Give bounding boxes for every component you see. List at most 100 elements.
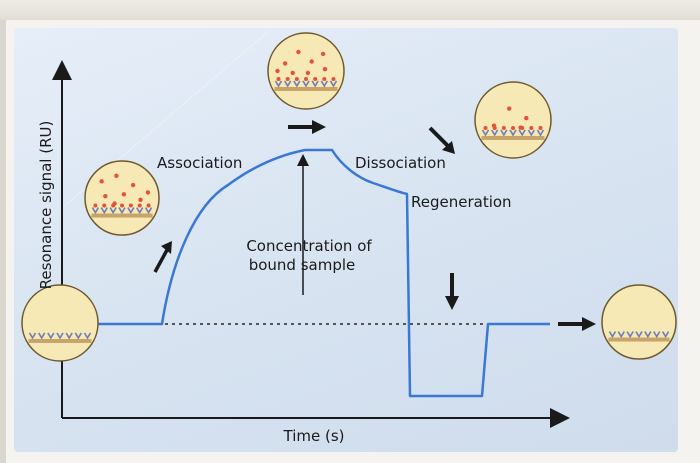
bound-sample-dot: [529, 125, 534, 130]
arrow-down-right-icon: [428, 126, 455, 154]
circle-end: [601, 284, 677, 360]
receptor-mark: [109, 207, 117, 215]
receptor-mark: [65, 332, 73, 340]
photo-top-strip: [0, 0, 700, 20]
receptor-mark: [617, 331, 625, 339]
label-concentration-line2: bound sample: [249, 256, 356, 274]
receptor-mark: [626, 331, 634, 339]
sample-dot: [99, 179, 104, 184]
bound-sample-dot: [538, 125, 543, 130]
bound-sample-dot: [102, 203, 107, 208]
receptor-mark: [274, 80, 283, 88]
bound-sample-dot: [276, 76, 281, 81]
bound-sample-dot: [501, 125, 506, 130]
inset-circle: [474, 81, 552, 159]
sample-dot: [491, 123, 497, 128]
bound-sample-dot: [285, 76, 290, 81]
bound-sample-dot: [304, 76, 308, 81]
bound-sample-dot: [120, 203, 124, 208]
bound-sample-dot: [313, 76, 318, 81]
receptor-mark: [127, 207, 135, 215]
sample-dot: [114, 173, 119, 178]
bound-sample-dot: [93, 203, 98, 208]
sensor-surface: [274, 86, 338, 91]
receptor-mark: [56, 332, 64, 340]
sample-dot: [103, 193, 108, 199]
sample-dot: [524, 115, 529, 121]
receptor-mark: [118, 207, 126, 215]
circle-baseline: [21, 284, 99, 362]
sample-dot: [296, 49, 301, 55]
receptor-mark: [536, 129, 545, 137]
bound-sample-dot: [483, 125, 488, 130]
receptor-mark: [527, 129, 536, 137]
receptor-mark: [144, 207, 153, 215]
arrow-up-right-icon: [153, 241, 172, 273]
sample-dot: [309, 59, 314, 64]
receptor-mark: [490, 129, 499, 137]
sensor-surface: [91, 213, 153, 218]
sample-dot: [290, 70, 295, 76]
receptor-mark: [320, 80, 329, 88]
arrow-down-icon: [445, 273, 459, 310]
receptor-mark: [37, 332, 46, 340]
receptor-mark: [47, 332, 55, 340]
sensorgram-curve: [95, 148, 550, 398]
receptor-mark: [644, 331, 652, 339]
diagram-panel: [14, 28, 678, 452]
receptor-mark: [661, 331, 670, 339]
sample-dot: [282, 61, 288, 66]
receptor-mark: [91, 207, 100, 215]
label-regeneration: Regeneration: [411, 193, 512, 211]
receptor-mark: [311, 80, 319, 88]
receptor-mark: [500, 129, 508, 137]
y-axis-label: Resonance signal (RU): [37, 121, 55, 290]
sensor-surface: [481, 135, 545, 140]
receptor-mark: [608, 331, 617, 339]
bound-sample-dot: [331, 76, 336, 81]
sample-dot: [322, 66, 328, 72]
label-dissociation: Dissociation: [355, 154, 446, 172]
receptor-mark: [635, 331, 643, 339]
bound-sample-dot: [322, 76, 327, 81]
receptor-mark: [302, 80, 310, 88]
receptor-mark: [283, 80, 292, 88]
receptor-mark: [518, 129, 526, 137]
sample-dot: [145, 190, 151, 195]
circle-association: [84, 160, 160, 236]
bound-sample-dot: [128, 203, 133, 208]
sample-dot: [121, 192, 127, 197]
bound-sample-dot: [511, 125, 515, 130]
bound-sample-dot: [146, 203, 151, 208]
receptor-mark: [100, 207, 108, 215]
receptor-mark: [74, 332, 83, 340]
sample-dot: [138, 197, 143, 203]
receptor-mark: [509, 129, 517, 137]
receptor-mark: [28, 332, 37, 340]
arrow-right-icon: [558, 317, 596, 331]
bound-sample-dot: [137, 203, 142, 208]
circle-dissociation: [474, 81, 552, 159]
sample-dot: [507, 106, 512, 111]
receptor-mark: [653, 331, 661, 339]
inset-circle: [84, 160, 160, 236]
label-association: Association: [157, 154, 242, 172]
sample-dot: [275, 68, 280, 74]
receptor-mark: [293, 80, 301, 88]
receptor-mark: [481, 129, 490, 137]
sample-dot: [518, 125, 523, 130]
receptor-mark: [83, 332, 92, 340]
sample-dot: [305, 70, 311, 76]
arrow-right-icon: [288, 120, 326, 134]
label-concentration-line1: Concentration of: [246, 237, 372, 255]
sensor-surface: [608, 337, 670, 342]
receptor-mark: [136, 207, 144, 215]
inset-circle: [601, 284, 677, 360]
sensor-surface: [28, 338, 92, 343]
bound-sample-dot: [294, 76, 299, 81]
inset-circle: [21, 284, 99, 362]
receptor-mark: [329, 80, 338, 88]
sample-dot: [130, 182, 136, 188]
x-axis-label: Time (s): [283, 427, 345, 445]
